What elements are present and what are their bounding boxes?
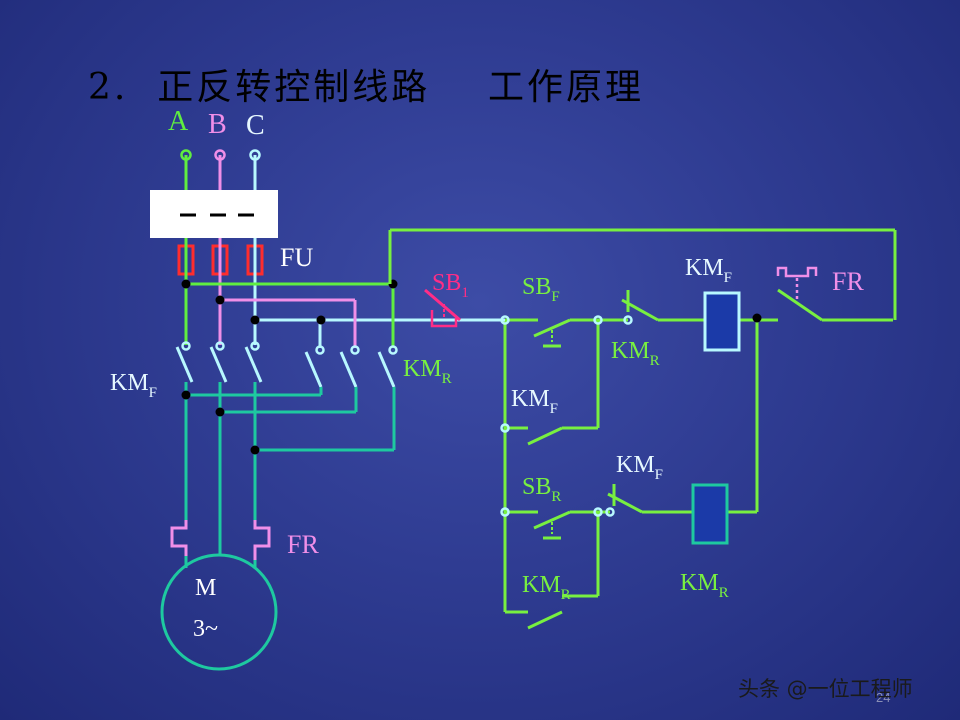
watermark: 头条 @一位工程师 [738,677,913,701]
kmf-main-label: KMF [110,370,157,401]
kmf-interlock-contact [607,484,643,514]
kmr-interlock-label: KMR [611,338,660,369]
kmf-main-contacts [175,346,263,383]
fr-contact-label: FR [832,267,864,296]
fr-heater-label: FR [287,530,319,559]
sbr-label: SBR [522,474,561,505]
kmr-main-contacts [304,351,396,388]
kmr-hold-label: KMR [522,572,571,603]
sbf-start-button[interactable] [533,318,571,348]
sbr-start-button[interactable] [533,510,571,540]
sb1-label: SB1 [432,270,469,301]
phase-label-c: C [246,110,265,141]
motor: M 3~ [160,553,278,671]
fr-contact-symbol [776,266,818,302]
fuse-label: FU [280,243,313,272]
sbf-label: SBF [522,274,560,305]
kmr-coil [691,483,729,545]
slide-title: 2. 正反转控制线路 工作原理 [88,67,645,108]
kmf-coil [703,291,741,352]
kmr-main-label: KMR [403,356,452,387]
knife-switch [150,190,278,238]
kmf-coil-label: KMF [685,255,732,286]
junction-dots [181,279,398,455]
sb1-stop-button[interactable] [424,288,461,328]
motor-label: M [195,575,216,601]
phase-label-b: B [208,109,227,140]
kmr-coil-label: KMR [680,570,729,601]
fr-heater-elements [170,520,271,560]
main-circuit [170,149,505,568]
motor-phase-label: 3~ [193,616,218,642]
kmr-hold-contact [527,594,598,630]
page-number: 24 [876,690,891,705]
kmr-interlock-contact [621,290,659,322]
control-circuit [388,228,897,614]
kmf-interlock-label: KMF [616,452,663,483]
terminal-circles [180,149,398,355]
phase-label-a: A [168,106,189,137]
kmf-hold-contact [527,426,563,446]
kmf-hold-label: KMF [511,386,558,417]
